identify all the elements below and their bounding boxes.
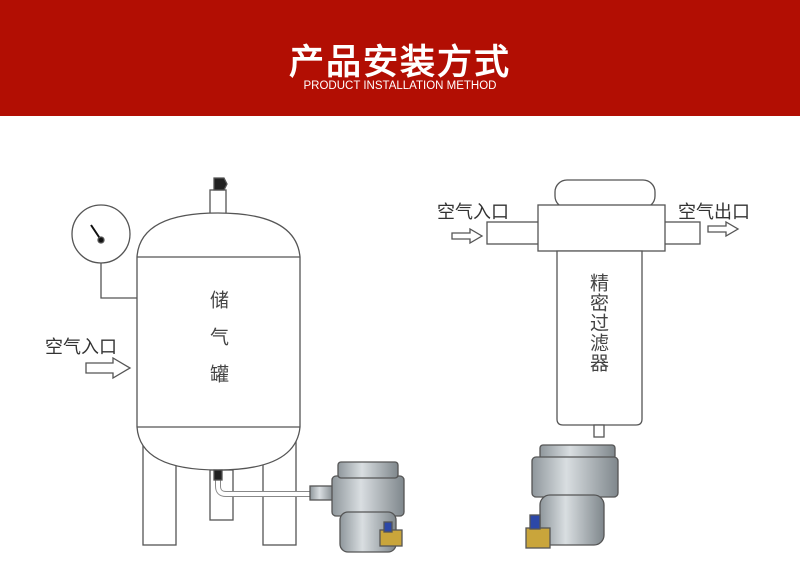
outlet-pipe: [663, 221, 701, 245]
tank-label: 储气罐: [207, 290, 229, 401]
page-title: 产品安装方式: [288, 43, 511, 83]
storage-tank: [71, 177, 326, 546]
steam-trap-left: [309, 461, 405, 553]
filter-label: 精密过滤器: [587, 273, 609, 373]
gauge-pipe: [100, 263, 137, 299]
air-inlet-label: 空气入口: [45, 337, 117, 358]
outlet-arrow-icon: [707, 220, 740, 238]
header-banner: 产品安装方式 PRODUCT INSTALLATION METHOD: [0, 0, 800, 116]
filter-head: [537, 204, 666, 252]
filter-inlet-label: 空气入口: [437, 202, 509, 223]
page-subtitle: PRODUCT INSTALLATION METHOD: [303, 80, 497, 92]
filter-cap: [554, 179, 656, 209]
top-valve-icon: [213, 177, 228, 191]
inlet-arrow-icon: [451, 227, 484, 245]
pressure-gauge-icon: [71, 204, 131, 264]
inlet-arrow-icon: [85, 356, 132, 380]
filter-outlet-label: 空气出口: [678, 202, 750, 223]
top-valve-stub: [209, 189, 227, 215]
inlet-pipe: [486, 221, 540, 245]
precision-filter: [451, 179, 740, 438]
filter-bowl: [556, 250, 643, 426]
steam-trap-right: [525, 444, 619, 549]
